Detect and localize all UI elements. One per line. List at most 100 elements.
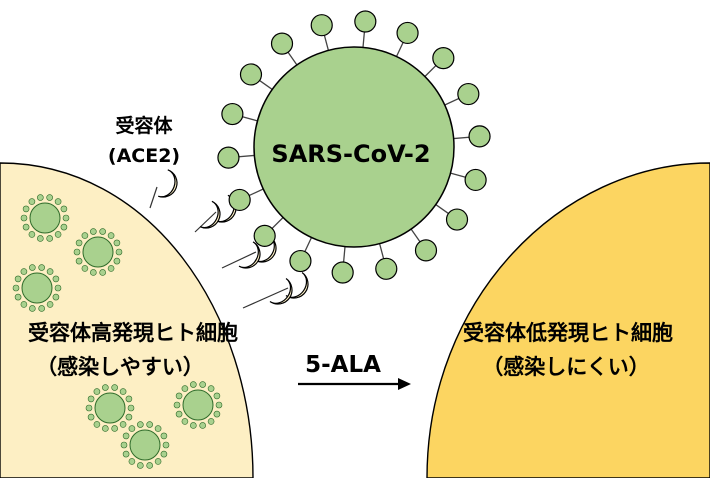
internal-virus-knob [175,410,183,418]
receptor-label-line1: 受容体 [115,114,173,137]
left-cell-label-line2: （感染しやすい） [36,355,204,379]
internal-virus-knob [107,232,115,239]
internal-virus-knob [213,410,221,418]
internal-virus-knob [90,269,97,276]
virus-spike-knob [445,208,469,231]
internal-virus [173,381,223,429]
internal-virus-knob [60,205,68,213]
left-cell-label-line1: 受容体高発現ヒト細胞 [28,321,238,345]
internal-virus-knob [181,418,189,425]
internal-virus-knob [20,214,28,222]
right-cell-label-line1: 受容体低発現ヒト細胞 [463,321,673,345]
internal-virus-knob [113,239,121,247]
internal-virus [12,264,62,312]
internal-virus-knob [125,413,133,421]
receptor-crescent-shape [269,278,293,305]
internal-virus-knob [107,265,115,272]
internal-virus-body [94,392,126,424]
virus-label: SARS-CoV-2 [271,140,430,168]
internal-virus-knob [75,257,83,265]
internal-virus-knob [175,392,183,400]
internal-virus-knob [28,198,36,205]
receptor-crescent [269,278,293,305]
internal-virus-knob [115,248,123,256]
internal-virus-knob [54,231,62,238]
internal-virus-group [12,194,223,469]
internal-virus-knob [22,205,30,213]
internal-virus-knob [60,223,68,231]
receptor-stem [194,211,217,233]
internal-virus-knob [81,232,89,239]
internal-virus-body [21,272,53,304]
receptor-stem [149,186,158,209]
receptor-stem [242,287,289,309]
internal-virus-knob [93,421,101,428]
internal-virus-knob [215,401,223,409]
internal-virus [120,421,170,469]
internal-virus-knob [52,275,60,283]
internal-virus-knob [85,404,93,412]
receptor-crescent-shape [215,194,237,223]
internal-virus-knob [22,223,30,231]
internal-virus-body [182,389,214,421]
receptor-label-line2: (ACE2) [108,145,180,167]
internal-virus-knob [73,248,81,256]
virus-body [253,46,455,248]
internal-virus-knob [20,268,28,275]
internal-virus-knob [160,450,168,458]
right-cell [426,162,710,479]
internal-virus-knob [119,421,127,428]
virus-spike-knob [396,21,419,45]
virus-spike-knob [354,10,377,33]
treatment-arrow [298,378,411,390]
sars-cov-2-virus [217,10,491,284]
internal-virus-knob [111,384,118,391]
virus-spike-knob [432,47,455,70]
internal-virus-knob [46,235,53,242]
virus-spike-knob [310,14,333,37]
internal-virus-knob [38,305,45,312]
receptor-group [149,169,309,309]
internal-virus-knob [199,422,206,429]
internal-virus-knob [122,450,130,458]
internal-virus-knob [128,458,136,465]
internal-virus-knob [146,421,153,428]
virus-spike-knob [270,32,294,55]
internal-virus-knob [160,432,168,440]
virus-spike-knob [289,249,312,273]
internal-virus-knob [199,381,206,388]
internal-virus-knob [38,264,45,271]
receptor-crescent-shape [238,241,261,269]
internal-virus-knob [154,458,162,465]
receptor-crescent [238,241,261,269]
internal-virus-knob [190,422,197,429]
internal-virus-knob [120,441,128,449]
internal-virus-body [82,236,114,268]
internal-virus-body [29,202,61,234]
internal-virus-knob [52,293,60,301]
virus-spike-knob [468,125,491,148]
internal-virus-knob [87,395,95,403]
internal-virus-knob [213,392,221,400]
internal-virus-knob [113,257,121,265]
receptor-crescent [158,169,178,198]
internal-virus [73,228,123,276]
internal-virus-knob [190,381,197,388]
internal-virus-knob [162,441,170,449]
internal-virus [20,194,70,242]
internal-virus-knob [90,228,97,235]
internal-virus-knob [99,269,106,276]
receptor-stem [221,251,257,269]
internal-virus-knob [173,401,181,409]
arrow-label: 5-ALA [305,352,381,378]
internal-virus-knob [99,228,106,235]
internal-virus-knob [128,425,136,432]
internal-virus-knob [181,385,189,392]
internal-virus-knob [62,214,70,222]
internal-virus-knob [20,301,28,308]
receptor-crescent-shape [199,200,221,229]
internal-virus-knob [28,231,36,238]
internal-virus-knob [93,388,101,395]
internal-virus-knob [14,275,22,283]
internal-virus-knob [207,418,215,425]
